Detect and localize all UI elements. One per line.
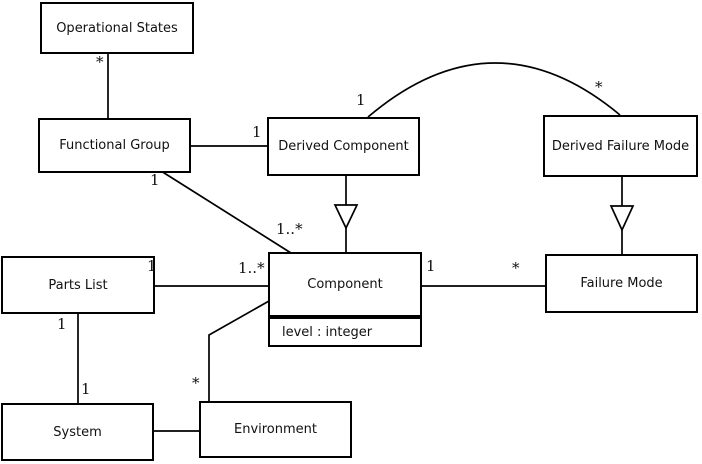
- class-box-functional-group: Functional Group: [38, 118, 191, 173]
- class-box-operational-states: Operational States: [40, 2, 194, 54]
- association-arc-derived-component-derived-failure-mode: [368, 63, 620, 117]
- class-attribute: level : integer: [282, 324, 373, 340]
- class-box-failure-mode: Failure Mode: [545, 254, 698, 313]
- class-name: Component: [307, 277, 383, 292]
- multiplicity-label: 1: [426, 257, 436, 275]
- multiplicity-label: 1: [57, 315, 67, 333]
- class-box-environment: Environment: [199, 401, 352, 458]
- multiplicity-label: *: [96, 53, 104, 71]
- class-name: Derived Component: [278, 139, 409, 154]
- multiplicity-label: *: [512, 259, 520, 277]
- multiplicity-label: *: [192, 374, 200, 392]
- class-name: Derived Failure Mode: [551, 138, 690, 154]
- class-box-component: Component level : integer: [268, 252, 422, 347]
- class-name-compartment: Component: [270, 254, 420, 317]
- class-box-parts-list: Parts List: [1, 256, 155, 314]
- multiplicity-label: 1: [356, 91, 366, 109]
- multiplicity-label: 1..*: [276, 220, 303, 238]
- class-box-derived-failure-mode: Derived Failure Mode: [543, 115, 698, 177]
- connector-functional-group-component: [161, 171, 291, 253]
- class-name: System: [53, 424, 102, 440]
- class-name: Parts List: [48, 277, 108, 293]
- multiplicity-label: 1: [147, 257, 157, 275]
- multiplicity-label: 1: [81, 380, 91, 398]
- class-name: Failure Mode: [580, 276, 663, 291]
- generalization-triangle-icon: [335, 205, 357, 228]
- generalization-triangle-icon: [611, 206, 633, 230]
- class-box-system: System: [1, 403, 154, 461]
- multiplicity-label: 1: [150, 171, 160, 189]
- class-name: Functional Group: [59, 138, 170, 153]
- generalization-derived-failure-mode-to-failure-mode: [611, 175, 633, 256]
- class-box-derived-component: Derived Component: [267, 117, 420, 176]
- multiplicity-label: 1..*: [238, 259, 265, 277]
- class-name: Environment: [233, 422, 317, 437]
- multiplicity-label: 1: [252, 123, 262, 141]
- generalization-derived-component-to-component: [335, 174, 357, 254]
- multiplicity-label: *: [595, 78, 603, 96]
- connector-component-environment: [209, 301, 269, 403]
- class-name: Operational States: [56, 20, 178, 36]
- class-attribute-compartment: level : integer: [270, 317, 420, 345]
